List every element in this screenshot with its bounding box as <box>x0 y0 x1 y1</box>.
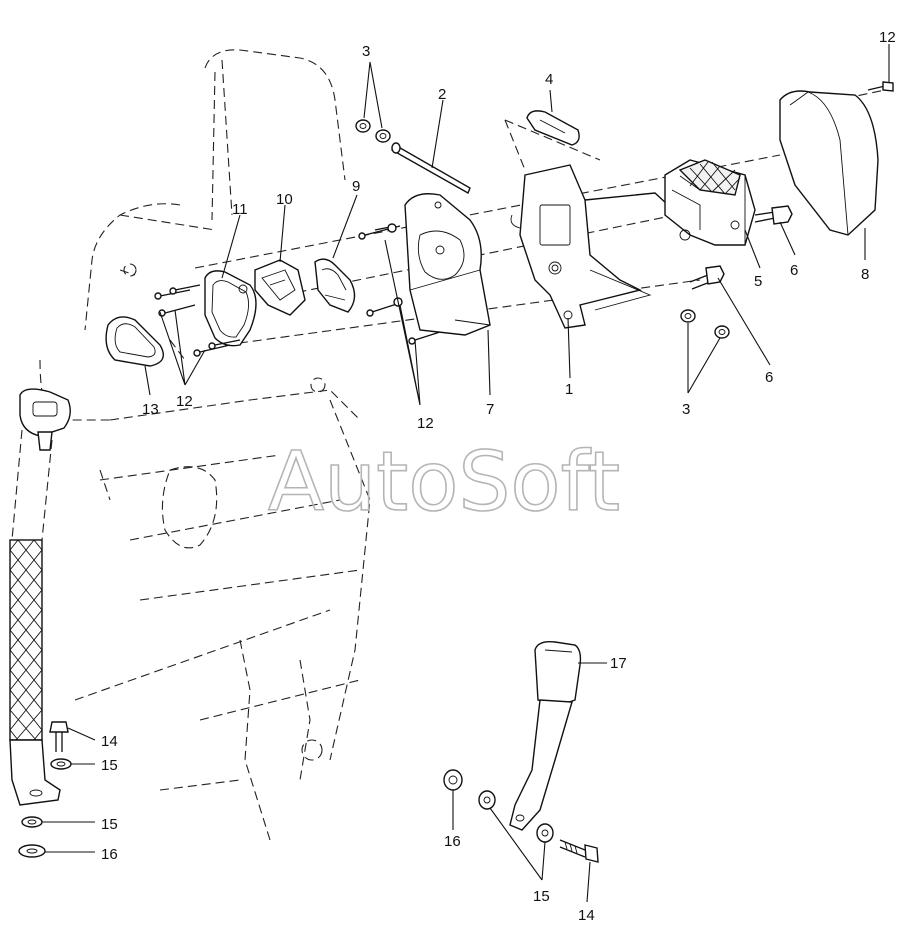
callout-3-lower: 3 <box>682 401 690 418</box>
callout-12-top-right: 12 <box>879 29 896 46</box>
cover-slide-4 <box>526 110 580 146</box>
latch-clip-9 <box>314 258 356 313</box>
bolt-6-lower <box>689 265 725 290</box>
callout-12-middle: 12 <box>417 415 434 432</box>
bolt-14-left <box>49 721 69 752</box>
callout-17: 17 <box>610 655 627 672</box>
washer-15-left-upper <box>50 758 72 770</box>
callout-5: 5 <box>754 273 762 290</box>
callout-15-left-lower: 15 <box>101 816 118 833</box>
leader-lines <box>42 44 890 903</box>
screw-12-top-right <box>867 81 894 92</box>
autosoft-watermark: AutoSoft <box>268 435 620 530</box>
bolt-6-upper <box>754 205 793 225</box>
washer-15-buckle-a <box>478 790 496 810</box>
callout-13: 13 <box>142 401 159 418</box>
strap-crosshatch <box>9 539 43 741</box>
callout-10: 10 <box>276 191 293 208</box>
washer-16-buckle <box>443 769 463 791</box>
callout-11: 11 <box>232 201 248 218</box>
pin-2 <box>391 142 471 195</box>
callout-labels: 3 2 4 12 11 10 9 5 6 8 1 6 13 12 7 3 12 … <box>101 29 896 924</box>
guide-bracket-10 <box>254 259 306 316</box>
seat-frame-outline <box>39 49 371 841</box>
callout-15-left-upper: 15 <box>101 757 118 774</box>
callout-3-top: 3 <box>362 43 370 60</box>
callout-4: 4 <box>545 71 553 88</box>
washers-3-lower <box>680 309 730 339</box>
retractor-5 <box>664 159 756 246</box>
screws-12-left <box>154 284 241 357</box>
seat-belt-strap <box>9 388 71 806</box>
callout-6-lower: 6 <box>765 369 773 386</box>
callout-12-left: 12 <box>176 393 193 410</box>
bolt-14-buckle <box>559 839 599 863</box>
retractor-crosshatch <box>679 161 741 195</box>
washer-16-left <box>18 844 46 858</box>
callout-6-upper: 6 <box>790 262 798 279</box>
callout-8: 8 <box>861 266 869 283</box>
callout-16-buckle: 16 <box>444 833 461 850</box>
callout-9: 9 <box>352 178 360 195</box>
callout-2: 2 <box>438 86 446 103</box>
washer-15-left-lower <box>21 816 43 828</box>
washers-3-upper <box>355 119 391 143</box>
bezel-11 <box>204 270 257 347</box>
callout-15-buckle: 15 <box>533 888 550 905</box>
cover-8 <box>779 90 879 236</box>
callout-14-left: 14 <box>101 733 118 750</box>
callout-1: 1 <box>565 381 573 398</box>
washer-15-buckle-b <box>536 823 554 843</box>
mounting-bracket-1 <box>510 164 669 329</box>
trim-ring-13 <box>105 316 164 367</box>
callout-16-left: 16 <box>101 846 118 863</box>
callout-7: 7 <box>486 401 494 418</box>
buckle-17 <box>509 640 582 831</box>
retractor-housing-7 <box>404 193 491 336</box>
callout-14-buckle: 14 <box>578 907 595 924</box>
